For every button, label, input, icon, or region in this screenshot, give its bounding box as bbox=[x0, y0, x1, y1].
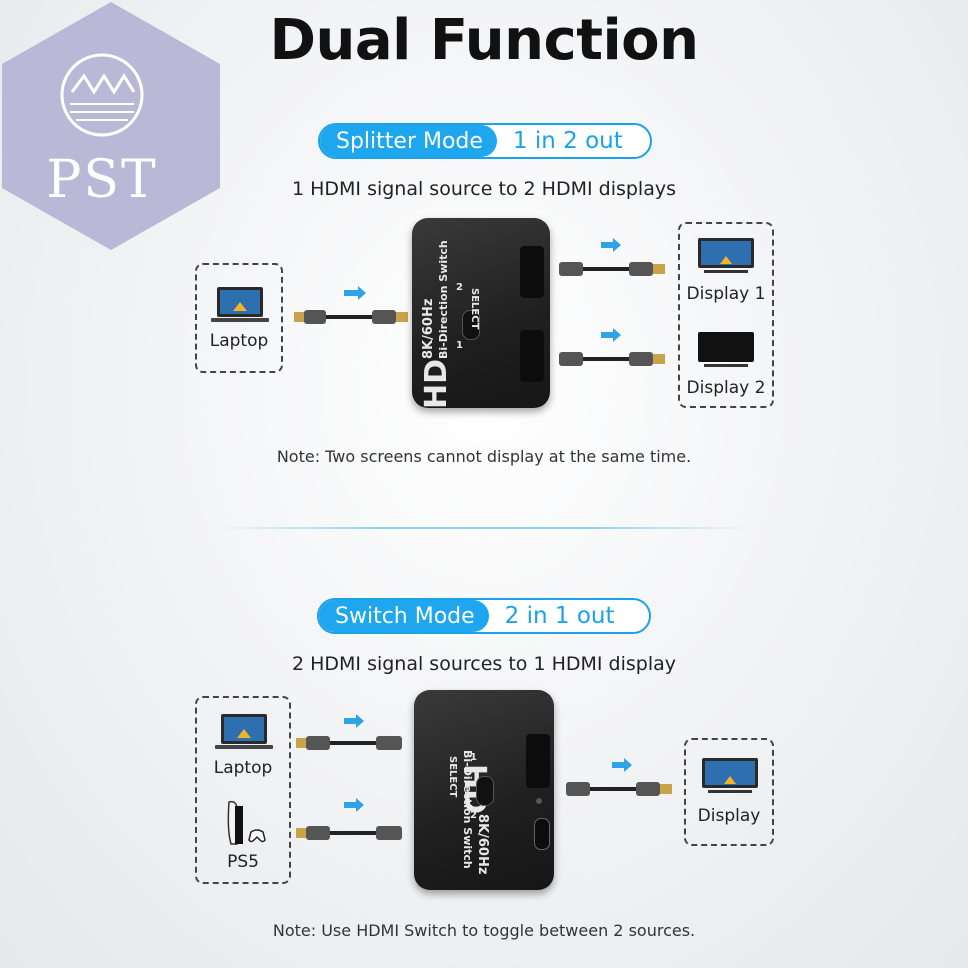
ps5-console-icon bbox=[227, 800, 266, 845]
laptop-label: Laptop bbox=[213, 758, 273, 778]
switch-note: Note: Use HDMI Switch to toggle between … bbox=[272, 921, 696, 940]
hdmi-port bbox=[520, 246, 544, 298]
monitor-icon bbox=[698, 332, 754, 367]
ps5-label: PS5 bbox=[227, 852, 259, 872]
switch-inputs: Laptop PS5 bbox=[195, 696, 291, 884]
splitter-io-label: 1 in 2 out bbox=[512, 128, 623, 154]
hdmi-switch-device: HD 8K/60Hz Bi-Direction Switch SELECT 1 … bbox=[412, 218, 550, 409]
select-button bbox=[476, 776, 494, 806]
switch-subtitle: 2 HDMI signal sources to 1 HDMI display bbox=[291, 653, 677, 675]
splitter-outputs: Display 1 Display 2 bbox=[678, 222, 774, 408]
hdmi-port bbox=[526, 734, 550, 788]
splitter-mode-label: Splitter Mode bbox=[320, 125, 497, 157]
monitor-icon bbox=[698, 238, 754, 273]
port-number-2: 2 bbox=[456, 282, 463, 293]
pst-logo: PST bbox=[0, 0, 222, 252]
laptop-icon bbox=[215, 714, 273, 749]
port-number-2: 2 bbox=[470, 810, 477, 821]
laptop-label: Laptop bbox=[209, 331, 269, 351]
select-label: SELECT bbox=[447, 756, 458, 798]
splitter-note: Note: Two screens cannot display at the … bbox=[276, 447, 692, 466]
box-desc: Bi-Direction Switch bbox=[437, 240, 450, 359]
hdmi-port bbox=[520, 330, 544, 382]
hdmi-switch-device: HD 8K/60Hz Bi-Direction Switch SELECT 1 … bbox=[414, 690, 554, 890]
hdmi-cable-icon bbox=[296, 714, 402, 840]
display-2-label: Display 2 bbox=[686, 378, 766, 398]
section-divider bbox=[218, 527, 750, 529]
select-button bbox=[462, 310, 480, 340]
hdmi-cable-icon bbox=[566, 758, 672, 796]
usb-c-port bbox=[534, 818, 550, 850]
led-indicator bbox=[536, 798, 542, 804]
box-spec: 8K/60Hz bbox=[421, 298, 436, 359]
switch-io-label: 2 in 1 out bbox=[504, 603, 615, 629]
hdmi-cable-icon bbox=[294, 286, 408, 324]
splitter-mode-badge: Splitter Mode 1 in 2 out bbox=[318, 123, 652, 159]
logo-text: PST bbox=[46, 150, 158, 210]
switch-mode-badge: Switch Mode 2 in 1 out bbox=[317, 598, 651, 634]
splitter-input-laptop: Laptop bbox=[195, 263, 283, 373]
switch-output-display: Display bbox=[684, 738, 774, 846]
port-number-1: 1 bbox=[470, 752, 477, 763]
switch-mode-label: Switch Mode bbox=[319, 600, 489, 632]
box-model: HD bbox=[419, 358, 454, 409]
display-1-label: Display 1 bbox=[686, 284, 766, 304]
monitor-icon bbox=[702, 758, 758, 793]
laptop-icon bbox=[211, 287, 269, 322]
display-label: Display bbox=[697, 806, 761, 826]
hdmi-cable-icon bbox=[559, 238, 665, 366]
select-label: SELECT bbox=[469, 288, 480, 330]
box-spec: 8K/60Hz bbox=[475, 814, 490, 875]
splitter-subtitle: 1 HDMI signal source to 2 HDMI displays bbox=[291, 178, 677, 200]
page-title: Dual Function bbox=[269, 8, 699, 73]
port-number-1: 1 bbox=[456, 340, 463, 351]
